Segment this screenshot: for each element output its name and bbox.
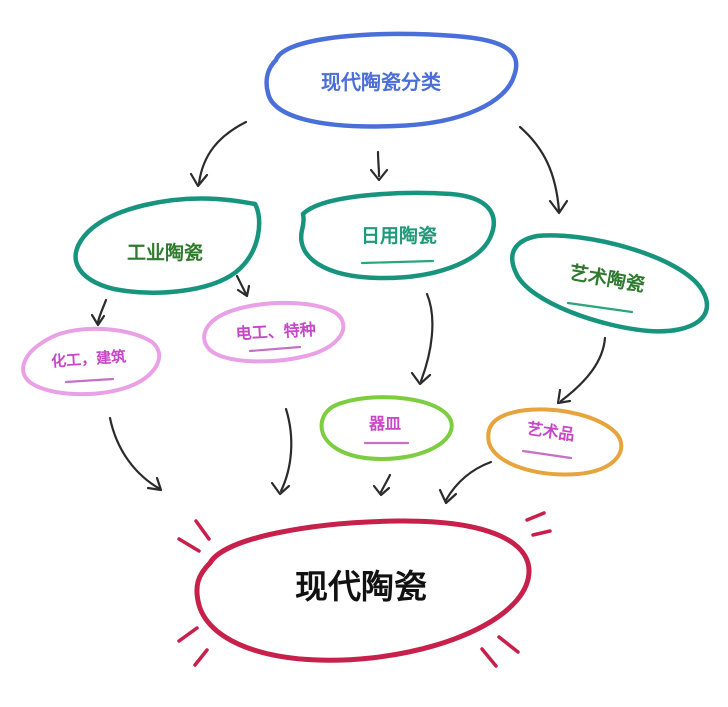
chem-build-underline xyxy=(64,377,115,384)
emphasis-mark xyxy=(177,537,201,553)
utensils-label: 器皿 xyxy=(368,414,401,433)
node-electric-special: 电工、特种 xyxy=(202,300,346,364)
daily-ellipse xyxy=(298,190,496,281)
artwork-label: 艺术品 xyxy=(526,419,576,444)
node-art: 艺术陶瓷 xyxy=(510,233,710,334)
emphasis-marks xyxy=(177,511,552,668)
emphasis-mark xyxy=(194,519,211,541)
root-top-ellipse xyxy=(264,31,519,129)
arrow-artwork-to-bottom xyxy=(438,460,493,505)
art-label: 艺术陶瓷 xyxy=(568,261,647,297)
arrow-top-to-industrial xyxy=(189,120,248,188)
art-ellipse xyxy=(510,233,710,334)
industrial-ellipse xyxy=(73,196,262,295)
daily-underline xyxy=(360,259,435,265)
emphasis-mark xyxy=(531,529,552,537)
emphasis-mark xyxy=(497,635,520,654)
emphasis-mark xyxy=(525,511,546,522)
arrow-art-to-artwork xyxy=(556,336,607,405)
root-top-label: 现代陶瓷分类 xyxy=(321,70,441,94)
industrial-label: 工业陶瓷 xyxy=(127,241,203,264)
emphasis-mark xyxy=(480,647,498,668)
chem-build-ellipse xyxy=(21,326,162,397)
emphasis-mark xyxy=(193,648,209,667)
node-modern-ceramics: 现代陶瓷 xyxy=(194,518,532,663)
electric-special-underline xyxy=(248,345,302,353)
node-chem-build: 化工，建筑 xyxy=(21,326,162,397)
node-utensils: 器皿 xyxy=(319,395,454,462)
node-industrial: 工业陶瓷 xyxy=(73,196,262,295)
daily-label: 日用陶瓷 xyxy=(361,224,437,247)
node-root-top: 现代陶瓷分类 xyxy=(264,31,519,129)
emphasis-mark xyxy=(177,626,199,643)
arrow-top-to-art xyxy=(518,125,569,215)
arrow-industrial-to-electric xyxy=(235,274,251,298)
electric-special-ellipse xyxy=(202,300,346,364)
modern-ceramics-ellipse xyxy=(194,518,532,663)
modern-ceramics-label: 现代陶瓷 xyxy=(295,567,427,606)
arrow-utensils-to-bottom xyxy=(372,473,392,497)
arrow-industrial-to-chem xyxy=(90,298,108,327)
arrow-chem-to-bottom xyxy=(108,416,163,492)
node-artwork: 艺术品 xyxy=(486,407,624,477)
art-underline xyxy=(566,301,634,314)
arrow-daily-to-utensils xyxy=(410,292,434,386)
artwork-ellipse xyxy=(486,407,624,477)
arrow-top-to-daily xyxy=(369,150,389,182)
arrow-electric-to-bottom xyxy=(270,407,293,496)
artwork-underline xyxy=(521,449,573,460)
chem-build-label: 化工，建筑 xyxy=(51,347,127,370)
node-daily: 日用陶瓷 xyxy=(298,190,496,281)
electric-special-label: 电工、特种 xyxy=(235,320,316,343)
utensils-ellipse xyxy=(319,395,454,462)
